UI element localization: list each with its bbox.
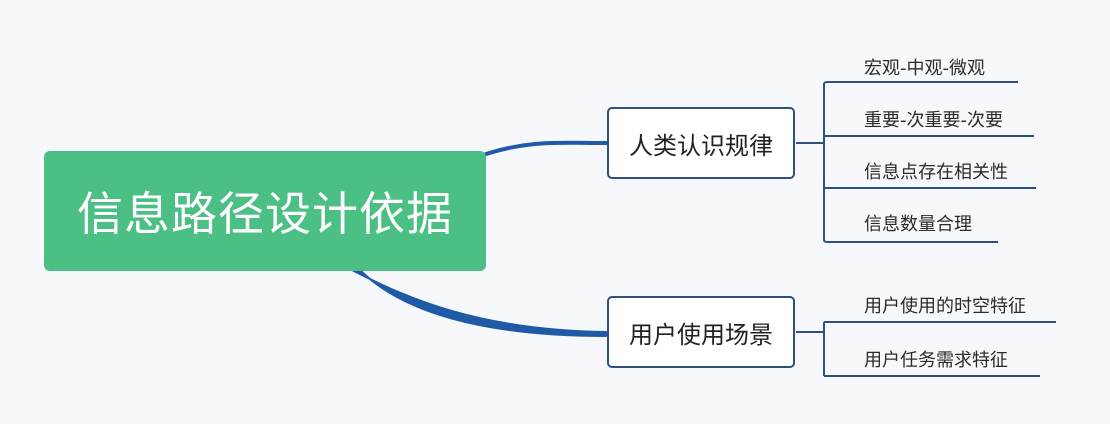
- connector-branch-2-bracket: [796, 322, 825, 376]
- connector-root-to-branch-1: [484, 140, 608, 156]
- leaf-importance-levels[interactable]: 重要-次重要-次要: [864, 110, 1003, 131]
- connector-root-to-branch-2: [351, 269, 607, 337]
- leaf-spatiotemporal-features[interactable]: 用户使用的时空特征: [864, 296, 1026, 317]
- root-node[interactable]: 信息路径设计依据: [44, 151, 486, 271]
- leaf-info-quantity[interactable]: 信息数量合理: [864, 214, 972, 235]
- leaf-info-correlation[interactable]: 信息点存在相关性: [864, 162, 1008, 183]
- connector-leaf-1-4: [823, 239, 998, 243]
- branch-node-human-cognition[interactable]: 人类认识规律: [607, 107, 795, 179]
- connector-branch-1-bracket: [796, 84, 825, 240]
- branch-node-usage-scenario[interactable]: 用户使用场景: [607, 296, 795, 368]
- connector-leaf-1-1: [823, 81, 1018, 85]
- leaf-task-need-features[interactable]: 用户任务需求特征: [864, 350, 1008, 371]
- leaf-macro-meso-micro[interactable]: 宏观-中观-微观: [864, 58, 985, 79]
